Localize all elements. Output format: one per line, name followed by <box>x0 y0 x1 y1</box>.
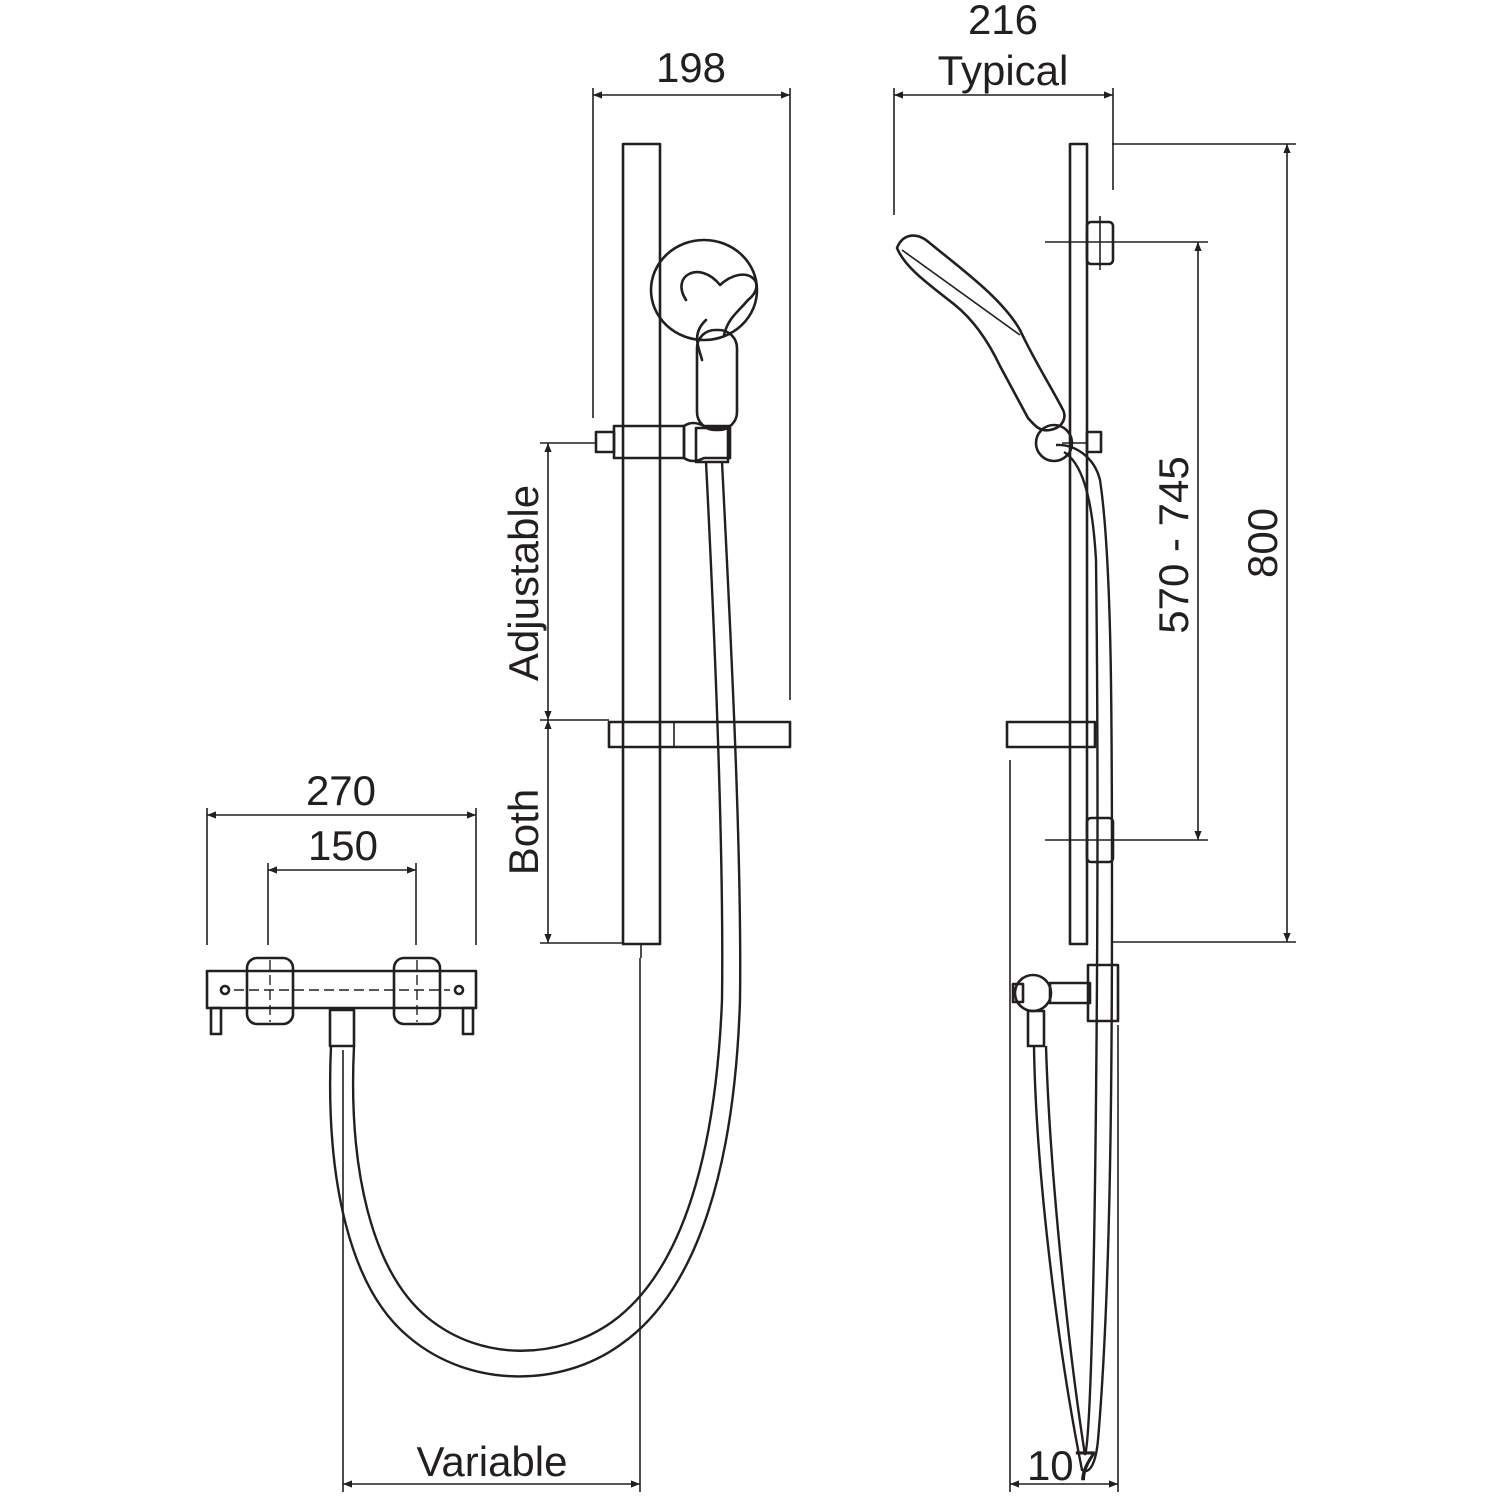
label-both: Both <box>500 789 547 875</box>
bar-valve-front <box>205 956 478 1048</box>
shower-hose-side <box>1032 443 1114 1473</box>
dim-rail-length: 800 <box>1112 143 1296 943</box>
dim-projection-value: 216 <box>968 0 1038 43</box>
slider-holder-side <box>1034 423 1103 463</box>
riser-rail-front <box>621 142 662 958</box>
bar-valve-side <box>1011 963 1120 1048</box>
dim-projection-label: Typical <box>938 47 1069 94</box>
soap-dish-side <box>1005 720 1097 749</box>
dim-bracket-centres-text: 570 - 745 <box>1150 456 1197 633</box>
slider-holder-front <box>594 421 732 464</box>
dim-valve-depth: 107 <box>1009 760 1119 1492</box>
shower-hose-front <box>328 461 742 1378</box>
shower-handset-side <box>895 234 1066 432</box>
front-view: 198 270 150 Adjustable Both <box>205 44 792 1492</box>
dim-bracket-centres: 570 - 745 <box>1045 241 1208 841</box>
dim-valve-depth-text: 107 <box>1027 1442 1097 1489</box>
dim-valve-centres: 150 <box>267 822 417 945</box>
wall-bracket-upper <box>1085 216 1115 270</box>
dim-valve-centres-text: 150 <box>308 822 378 869</box>
dim-projection: 216 Typical <box>893 0 1114 215</box>
dim-valve-width: 270 <box>206 767 477 945</box>
label-adjustable: Adjustable <box>500 485 547 681</box>
dim-valve-width-text: 270 <box>306 767 376 814</box>
shower-handset-front <box>649 238 759 432</box>
dim-hose-variable: Variable <box>342 958 641 1492</box>
dim-adjustable-both: Adjustable Both <box>500 442 623 944</box>
dim-kit-width: 198 <box>592 44 791 700</box>
soap-dish-front <box>607 720 792 749</box>
dim-rail-length-text: 800 <box>1239 508 1286 578</box>
side-view: 216 Typical 570 - 745 800 107 <box>893 0 1296 1492</box>
riser-rail-side <box>1068 142 1089 946</box>
dim-kit-width-text: 198 <box>656 44 726 91</box>
label-hose-variable: Variable <box>417 1438 568 1485</box>
